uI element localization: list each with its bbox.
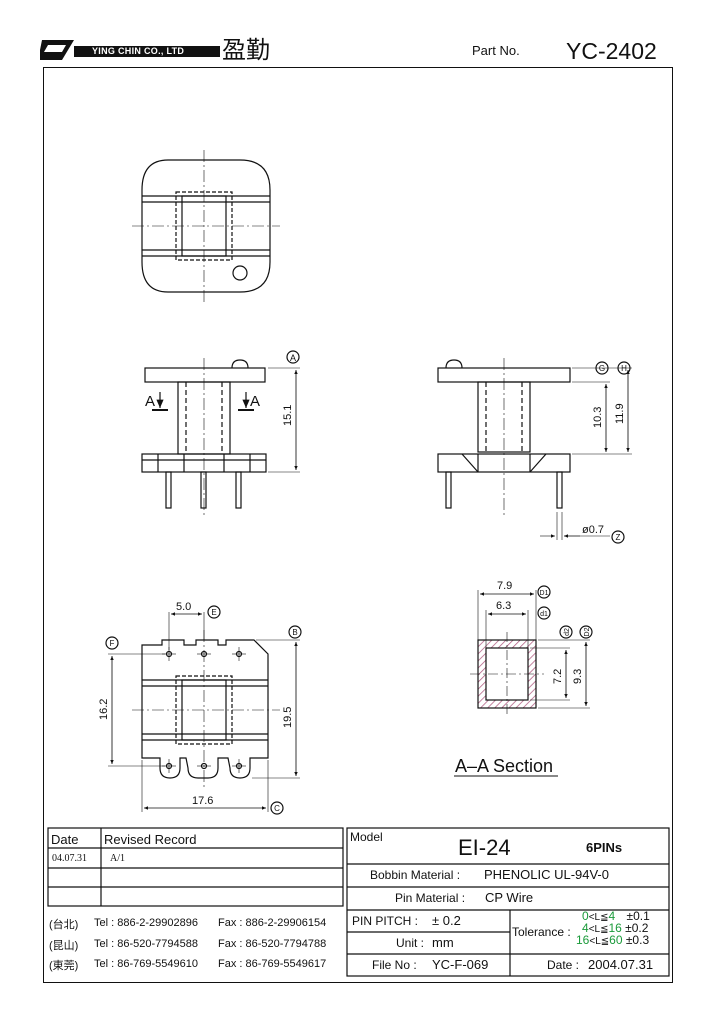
datum-d1-upper: D1 xyxy=(540,590,549,597)
datum-a: A xyxy=(290,353,296,363)
datum-d2-upper: D2 xyxy=(584,627,591,636)
pin-material-value: CP Wire xyxy=(485,890,534,905)
file-no-label: File No : xyxy=(372,958,417,972)
datum-b: B xyxy=(292,628,297,637)
date-label: Date : xyxy=(547,958,580,972)
company-chinese-name: 盈勤 xyxy=(222,36,270,64)
tol-value: ±0.1 xyxy=(626,909,650,923)
tol-range-b: 60 xyxy=(609,933,623,947)
tol-range-b: 4 xyxy=(608,909,616,923)
dim-15-1: 15.1 xyxy=(282,405,294,426)
contact-loc: (東莞) xyxy=(49,960,79,972)
contact-tel: Tel : 886-2-29902896 xyxy=(94,917,198,929)
contact-loc: (台北) xyxy=(49,919,79,931)
tol-range-a: 16 xyxy=(576,933,590,947)
datum-c: C xyxy=(274,804,280,813)
model-label: Model xyxy=(350,830,383,844)
contact-fax: Fax : 86-769-5549617 xyxy=(218,958,327,970)
side-view xyxy=(437,358,632,544)
contact-tel: Tel : 86-520-7794588 xyxy=(94,938,198,950)
tolerance-label: Tolerance : xyxy=(512,925,571,939)
company-name: YING CHIN CO., LTD xyxy=(92,46,185,56)
bobbin-material-value: PHENOLIC UL-94V-0 xyxy=(484,867,609,882)
tolerance-row: 0<L≦4 ±0.1 xyxy=(582,910,650,924)
contact-fax: Fax : 86-520-7794788 xyxy=(218,938,327,950)
rev-col-record: Revised Record xyxy=(104,832,197,847)
top-view xyxy=(132,150,280,302)
part-no-value: YC-2402 xyxy=(566,38,657,64)
tol-op: <L≦ xyxy=(589,936,610,947)
datum-d1-lower: d1 xyxy=(540,611,548,618)
contact-tel: Tel : 86-769-5549610 xyxy=(94,958,198,970)
unit-label: Unit : xyxy=(396,936,425,950)
file-no-value: YC-F-069 xyxy=(432,957,489,972)
tol-op: <L≦ xyxy=(588,924,609,935)
pin-material-label: Pin Material : xyxy=(395,891,466,905)
unit-value: mm xyxy=(432,935,454,950)
bobbin-material-label: Bobbin Material : xyxy=(370,868,461,882)
bottom-view xyxy=(105,605,302,815)
tol-range-b: 16 xyxy=(608,921,622,935)
section-mark-left: A xyxy=(145,393,155,410)
rev-row-1-record: A/1 xyxy=(110,853,125,864)
tol-value: ±0.3 xyxy=(625,933,650,947)
datum-g: G xyxy=(599,364,605,373)
dim-9-3: 9.3 xyxy=(572,669,584,684)
tolerance-row: 4<L≦16 ±0.2 xyxy=(582,922,648,936)
tol-range-a: 0 xyxy=(582,909,589,923)
dim-pin-diameter: ø0.7 xyxy=(582,524,604,536)
dim-16-2: 16.2 xyxy=(98,699,110,720)
dim-17-6: 17.6 xyxy=(192,795,213,807)
drawing-frame xyxy=(43,67,673,983)
tolerance-row: 16<L≦60 ±0.3 xyxy=(576,934,649,948)
datum-z: Z xyxy=(616,533,621,542)
section-mark-right: A xyxy=(250,393,260,410)
part-no-label: Part No. xyxy=(472,43,520,58)
pin-pitch-value: ± 0.2 xyxy=(432,913,461,928)
tol-op: <L≦ xyxy=(588,912,609,923)
section-title: A–A Section xyxy=(455,756,553,776)
dim-11-9: 11.9 xyxy=(614,403,626,424)
datum-h: H xyxy=(621,364,627,373)
date-value: 2004.07.31 xyxy=(588,957,654,972)
front-view xyxy=(141,350,300,515)
dim-7-9: 7.9 xyxy=(497,580,512,592)
dim-10-3: 10.3 xyxy=(592,407,604,428)
contact-fax: Fax : 886-2-29906154 xyxy=(218,917,327,929)
dim-19-5: 19.5 xyxy=(282,707,294,728)
dim-5-0: 5.0 xyxy=(176,601,191,613)
pin-pitch-label: PIN PITCH : xyxy=(352,914,419,928)
pins-value: 6PINs xyxy=(586,840,623,855)
technical-drawing: A A A 15.1 G H 10.3 11.9 ø0.7 Z 5.0 E F … xyxy=(98,150,632,815)
datum-d2-lower: d2 xyxy=(564,628,571,636)
dim-6-3: 6.3 xyxy=(496,600,511,612)
logo-mark-icon xyxy=(38,40,220,60)
tol-range-a: 4 xyxy=(582,921,589,935)
datum-f: F xyxy=(110,639,115,648)
rev-col-date: Date xyxy=(51,832,79,847)
dim-7-2: 7.2 xyxy=(552,669,564,684)
company-logo: YING CHIN CO., LTD xyxy=(38,36,222,64)
model-value: EI-24 xyxy=(458,835,511,860)
section-view xyxy=(454,585,593,777)
tol-value: ±0.2 xyxy=(625,921,649,935)
contact-loc: (昆山) xyxy=(49,940,79,952)
rev-row-1-date: 04.07.31 xyxy=(52,853,87,864)
datum-e: E xyxy=(211,608,216,617)
